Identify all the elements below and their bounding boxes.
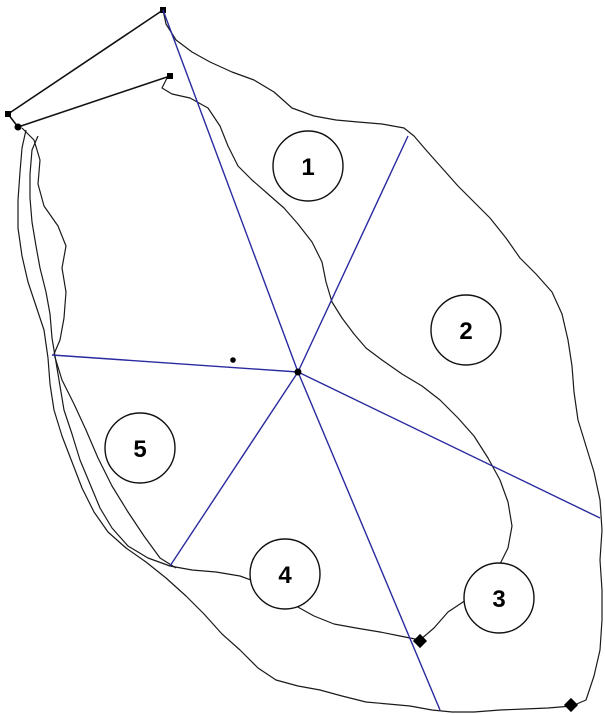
left-strip-outline: [21, 127, 177, 569]
center-point-marker: [294, 368, 302, 376]
diamond-marker-inner: [412, 633, 428, 649]
tether-marker-left: [5, 111, 11, 117]
outer-boundary-outline: [17, 9, 603, 713]
sector-line-south: [297, 371, 441, 711]
tether-line-lower: [17, 75, 171, 128]
sector-label-1: 1: [272, 130, 344, 202]
tether-line-upper: [7, 9, 164, 115]
sector-label-3-text: 3: [492, 586, 505, 613]
sector-label-5-text: 5: [133, 436, 146, 463]
tether-marker-left-round: [14, 123, 22, 131]
tether-marker-mid: [167, 73, 173, 79]
inner-boundary-outline: [29, 75, 513, 641]
sector-label-3: 3: [463, 562, 535, 634]
sector-label-4-text: 4: [278, 562, 292, 589]
small-point-marker: [230, 357, 236, 363]
sector-line-east: [297, 371, 601, 519]
sector-line-north: [162, 9, 299, 373]
sector-line-northeast: [297, 135, 409, 373]
sector-label-4: 4: [249, 538, 321, 610]
sector-label-2-text: 2: [459, 318, 472, 345]
sector-label-5: 5: [104, 412, 176, 484]
sector-line-southwest: [169, 371, 299, 567]
sector-label-1-text: 1: [301, 154, 314, 181]
sector-line-west: [51, 354, 299, 373]
sector-label-2: 2: [430, 294, 502, 366]
diamond-marker-outer: [563, 697, 579, 713]
